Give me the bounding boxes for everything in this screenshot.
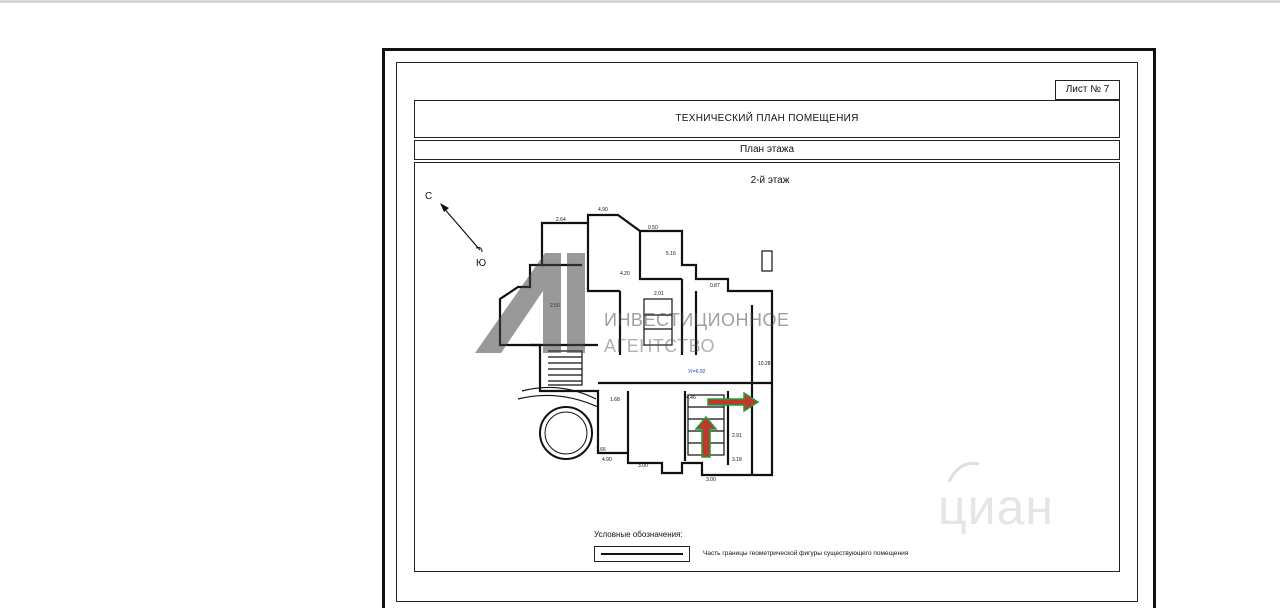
svg-text:10.28: 10.28 — [758, 361, 771, 367]
svg-text:4.90: 4.90 — [598, 207, 608, 213]
svg-text:4.90: 4.90 — [602, 457, 612, 463]
viewer-top-rule — [0, 0, 1280, 3]
watermark-text-line2: АГЕНТСТВО — [604, 336, 716, 356]
floor-label: 2-й этаж — [750, 175, 790, 186]
svg-text:3.00: 3.00 — [638, 463, 648, 469]
cian-watermark: циан — [938, 479, 1054, 535]
compass-north-label: С — [425, 191, 433, 202]
svg-text:0.87: 0.87 — [710, 283, 720, 289]
sheet-number: Лист № 7 — [1055, 80, 1120, 100]
svg-text:1.68: 1.68 — [610, 397, 620, 403]
legend-item-text: Часть границы геометрической фигуры суще… — [703, 550, 909, 557]
document-title: ТЕХНИЧЕСКИЙ ПЛАН ПОМЕЩЕНИЯ — [414, 100, 1120, 138]
cian-watermark-icon — [947, 461, 980, 483]
watermark-text-line1: ИНВЕСТИЦИОННОЕ — [604, 310, 790, 330]
floor-plan-drawing: 4.90 2.64 0.50 4.20 5.16 0.87 2.01 4.46 … — [498, 207, 774, 483]
svg-text:4.20: 4.20 — [620, 271, 630, 277]
legend-title: Условные обозначения: — [594, 530, 683, 539]
compass-arrow-icon — [440, 203, 483, 253]
svg-text:2.91: 2.91 — [732, 433, 742, 439]
svg-text:4.46: 4.46 — [686, 395, 696, 401]
svg-text:0.50: 0.50 — [648, 225, 658, 231]
agency-logo-icon — [475, 253, 585, 353]
svg-text:2.01: 2.01 — [654, 291, 664, 297]
svg-text:3.18: 3.18 — [732, 457, 742, 463]
legend-line-swatch — [594, 546, 690, 562]
document-subtitle: План этажа — [414, 140, 1120, 160]
svg-text:2.64: 2.64 — [556, 217, 566, 223]
svg-text:5.16: 5.16 — [666, 251, 676, 257]
svg-text:3.00: 3.00 — [706, 477, 716, 483]
compass-south-label: Ю — [476, 258, 487, 269]
svg-text:1.66: 1.66 — [596, 447, 606, 453]
floor-plan-area — [414, 162, 1120, 572]
svg-text:Уг=6.92: Уг=6.92 — [688, 369, 706, 375]
